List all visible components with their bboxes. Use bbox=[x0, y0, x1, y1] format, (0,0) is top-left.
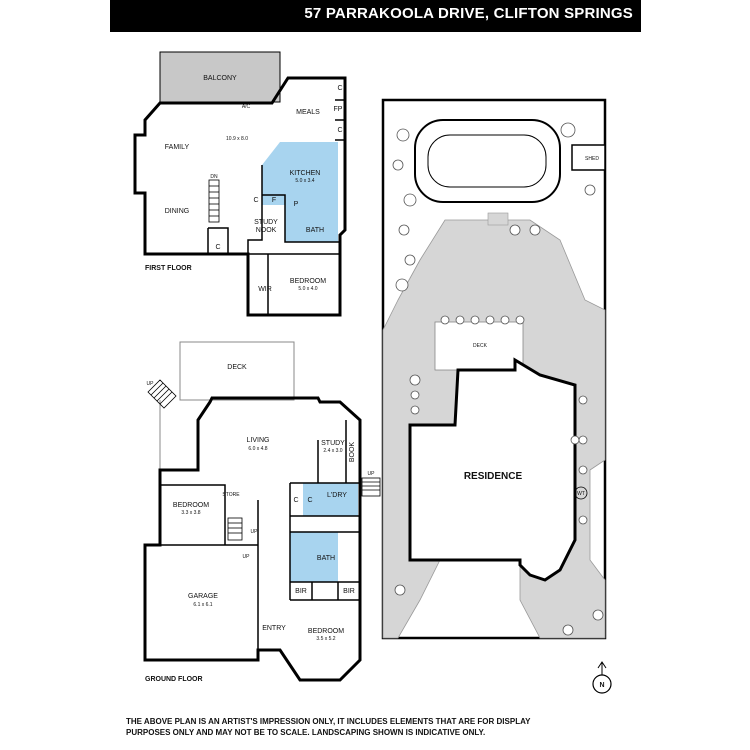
site-deck-label: DECK bbox=[473, 343, 488, 349]
dining-label: DINING bbox=[165, 208, 190, 215]
store-label: STORE bbox=[222, 492, 240, 498]
kitchen-label: KITCHEN bbox=[290, 170, 321, 177]
fireplace-mark: FP bbox=[334, 106, 343, 113]
laundry-area bbox=[303, 483, 358, 516]
study-label: STUDY bbox=[321, 440, 345, 447]
deck-outline bbox=[159, 341, 295, 470]
site-plan: SHED DECK RESIDENCE WT N bbox=[381, 98, 612, 694]
study-nook-label-1: STUDY bbox=[254, 219, 278, 226]
deck-stair bbox=[147, 379, 177, 409]
first-floor-plan: BALCONY MEALS FAMILY 10.9 x 8.0 KITCHEN … bbox=[133, 51, 347, 317]
dn-label: DN bbox=[210, 174, 218, 180]
residence-label: RESIDENCE bbox=[464, 471, 523, 482]
cupboard-mark-4: C bbox=[215, 244, 220, 251]
ground-floor-internal-walls bbox=[160, 420, 360, 660]
side-stair bbox=[361, 477, 381, 497]
header-bar: 57 PARRAKOOLA DRIVE, CLIFTON SPRINGS bbox=[110, 0, 641, 32]
path-strip bbox=[487, 212, 509, 226]
ground-floor-label: GROUND FLOOR bbox=[145, 676, 203, 683]
wir-label: WIR bbox=[258, 286, 272, 293]
pool-inner bbox=[427, 134, 547, 188]
cupboard-mark-2: C bbox=[337, 127, 342, 134]
pantry-mark: P bbox=[294, 201, 299, 208]
ground-bedroom-front-dims: 3.5 x 5.2 bbox=[316, 636, 335, 642]
garage-stair bbox=[227, 517, 243, 541]
ground-bedroom-left-dims: 3.3 x 3.8 bbox=[181, 510, 200, 516]
ground-bath-label: BATH bbox=[317, 555, 335, 562]
study-nook-label-2: NOOK bbox=[256, 227, 277, 234]
laundry-label: L'DRY bbox=[327, 492, 347, 499]
first-floor-internal-walls bbox=[207, 99, 345, 315]
entry-label: ENTRY bbox=[262, 625, 286, 632]
first-bedroom-dims: 5.0 x 4.0 bbox=[298, 286, 317, 292]
residence-footprint bbox=[408, 357, 577, 582]
first-bath-label: BATH bbox=[306, 227, 324, 234]
cupboard-mark-1: C bbox=[337, 85, 342, 92]
family-label: FAMILY bbox=[165, 144, 190, 151]
fridge-mark: F bbox=[272, 197, 276, 204]
shed-label: SHED bbox=[585, 156, 599, 162]
site-deck bbox=[434, 321, 524, 371]
balcony-area bbox=[159, 51, 281, 103]
meals-label: MEALS bbox=[296, 109, 320, 116]
up-label-side: UP bbox=[368, 471, 376, 477]
bir-label-1: BIR bbox=[295, 588, 307, 595]
north-label: N bbox=[599, 682, 604, 689]
living-dims: 6.0 x 4.8 bbox=[248, 446, 267, 452]
property-address-title: 57 PARRAKOOLA DRIVE, CLIFTON SPRINGS bbox=[304, 5, 633, 22]
disclaimer-text: THE ABOVE PLAN IS AN ARTIST'S IMPRESSION… bbox=[126, 717, 531, 737]
first-bedroom-label: BEDROOM bbox=[290, 278, 326, 285]
ac-label: A/C bbox=[242, 104, 251, 110]
ground-bath-area bbox=[290, 532, 338, 582]
balcony-label: BALCONY bbox=[203, 75, 237, 82]
shed bbox=[571, 144, 606, 171]
kitchen-dims: 5.0 x 3.4 bbox=[295, 178, 314, 184]
study-dims: 2.4 x 3.0 bbox=[323, 448, 342, 454]
deck-label: DECK bbox=[227, 364, 247, 371]
ground-cupboard-mark-2: C bbox=[307, 497, 312, 504]
first-floor-stair bbox=[208, 179, 220, 223]
bir-label-2: BIR bbox=[343, 588, 355, 595]
up-label-deck: UP bbox=[147, 381, 155, 387]
first-floor-label: FIRST FLOOR bbox=[145, 265, 192, 272]
living-label: LIVING bbox=[247, 437, 270, 444]
up-label-store: UP bbox=[251, 529, 259, 535]
ground-bedroom-left-label: BEDROOM bbox=[173, 502, 209, 509]
water-tank bbox=[574, 486, 588, 500]
ground-floor-walls bbox=[143, 396, 362, 682]
garage-label: GARAGE bbox=[188, 593, 218, 600]
cupboard-mark-3: C bbox=[253, 197, 258, 204]
north-arrow: N bbox=[592, 661, 612, 694]
book-label: BOOK bbox=[349, 442, 356, 463]
ground-floor-plan: DECK LIVING 6.0 x 4.8 STUDY 2.4 x 3.0 BO… bbox=[143, 341, 381, 683]
family-dims: 10.9 x 8.0 bbox=[226, 136, 248, 142]
first-bath-area bbox=[285, 194, 338, 242]
kitchen-area bbox=[262, 142, 338, 205]
up-label-garage: UP bbox=[243, 554, 251, 560]
landscape-shrubs bbox=[392, 122, 604, 636]
ground-bedroom-front-label: BEDROOM bbox=[308, 628, 344, 635]
ground-cupboard-mark-1: C bbox=[293, 497, 298, 504]
first-floor-walls bbox=[133, 76, 347, 317]
water-tank-label: WT bbox=[577, 491, 585, 497]
garage-dims: 6.1 x 6.1 bbox=[193, 602, 212, 608]
